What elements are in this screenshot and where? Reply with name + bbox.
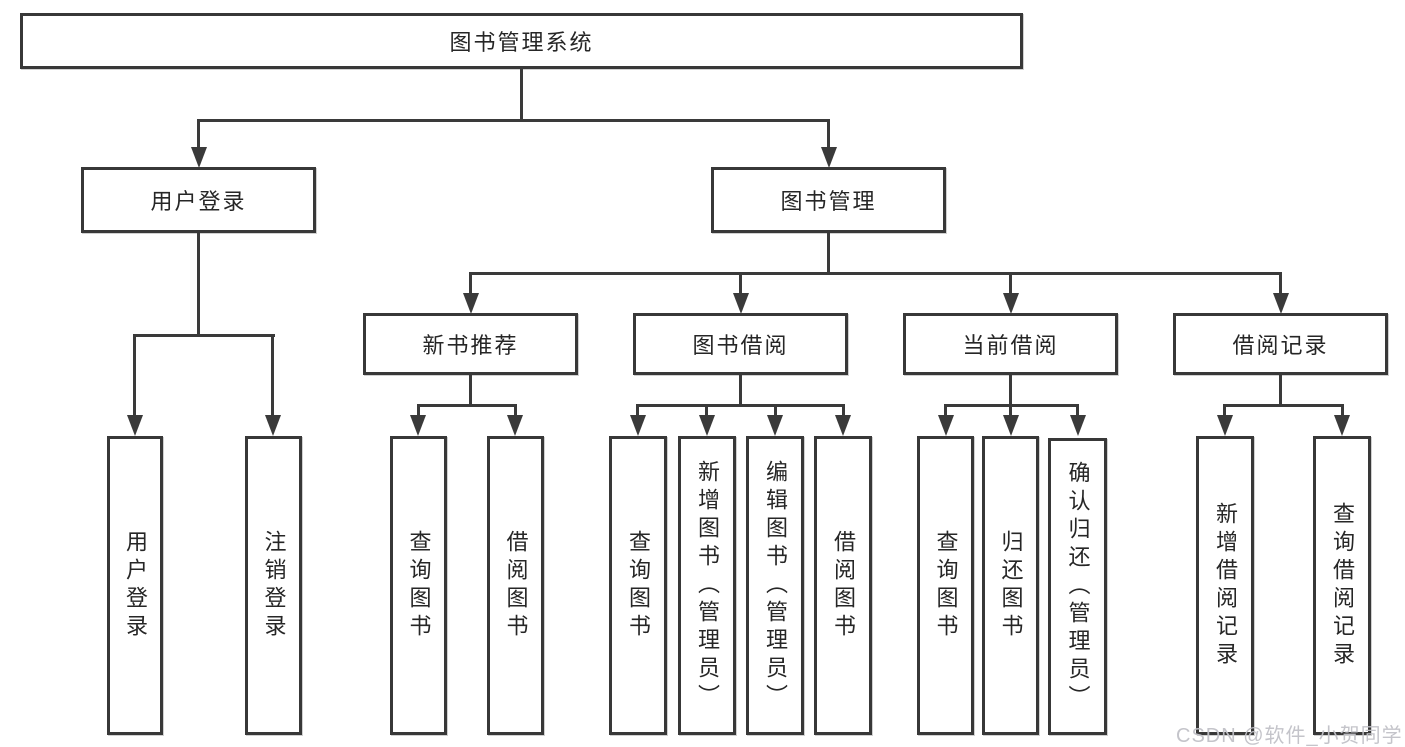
leaf-logout-label: 注销登录 — [261, 529, 287, 642]
node-current-borrow-label: 当前借阅 — [962, 333, 1059, 358]
leaf-record-query: 查询借阅记录 — [1313, 436, 1371, 735]
leaf-borrow-book-label: 借阅图书 — [831, 529, 856, 642]
connector-line — [1223, 404, 1226, 418]
connector-line — [417, 404, 420, 418]
connector-line — [469, 375, 472, 407]
arrowhead-icon — [191, 147, 207, 168]
leaf-record-query-label: 查询借阅记录 — [1330, 501, 1355, 670]
connector-line — [469, 272, 472, 295]
connector-line — [774, 404, 777, 418]
arrowhead-icon — [507, 415, 523, 436]
node-new-book-recommend: 新书推荐 — [363, 313, 578, 375]
arrowhead-icon — [1003, 415, 1019, 436]
node-root-system: 图书管理系统 — [20, 13, 1023, 69]
leaf-current-return-label: 归还图书 — [998, 529, 1024, 642]
node-user-login: 用户登录 — [81, 167, 316, 233]
connector-line — [636, 404, 845, 407]
connector-line — [417, 404, 517, 407]
node-book-borrow-label: 图书借阅 — [692, 333, 789, 358]
arrowhead-icon — [127, 415, 143, 436]
leaf-borrow-book: 借阅图书 — [814, 436, 872, 735]
arrowhead-icon — [767, 415, 783, 436]
leaf-newbook-query: 查询图书 — [390, 436, 447, 735]
connector-line — [827, 233, 830, 275]
leaf-user-login: 用户登录 — [107, 436, 163, 735]
connector-line — [271, 334, 274, 418]
leaf-borrow-edit-admin-label: 编辑图书（管理员） — [763, 459, 788, 712]
leaf-current-query-label: 查询图书 — [933, 529, 959, 642]
arrowhead-icon — [1273, 293, 1289, 314]
watermark-text: CSDN @软件_小贺同学 — [1176, 725, 1403, 747]
arrowhead-icon — [1217, 415, 1233, 436]
arrowhead-icon — [1334, 415, 1350, 436]
leaf-borrow-add-admin: 新增图书（管理员） — [678, 436, 736, 735]
node-user-login-label: 用户登录 — [150, 189, 247, 214]
connector-line — [133, 334, 136, 418]
leaf-current-confirm-admin-label: 确认归还（管理员） — [1065, 460, 1091, 713]
node-book-borrow: 图书借阅 — [633, 313, 848, 375]
node-book-management: 图书管理 — [711, 167, 946, 233]
connector-line — [1009, 375, 1012, 407]
connector-line — [197, 233, 200, 337]
arrowhead-icon — [265, 415, 281, 436]
connector-line — [1279, 272, 1282, 295]
connector-line — [514, 404, 517, 418]
connector-line — [842, 404, 845, 418]
connector-line — [944, 404, 947, 418]
connector-line — [197, 119, 830, 122]
arrowhead-icon — [821, 147, 837, 168]
connector-line — [1279, 375, 1282, 407]
connector-line — [133, 334, 275, 337]
leaf-logout: 注销登录 — [245, 436, 302, 735]
leaf-newbook-borrow: 借阅图书 — [487, 436, 544, 735]
leaf-newbook-borrow-label: 借阅图书 — [503, 529, 529, 642]
leaf-borrow-query: 查询图书 — [609, 436, 667, 735]
arrowhead-icon — [1003, 293, 1019, 314]
arrowhead-icon — [835, 415, 851, 436]
leaf-current-query: 查询图书 — [917, 436, 974, 735]
connector-line — [636, 404, 639, 418]
arrowhead-icon — [630, 415, 646, 436]
arrowhead-icon — [410, 415, 426, 436]
leaf-borrow-edit-admin: 编辑图书（管理员） — [746, 436, 804, 735]
leaf-current-confirm-admin: 确认归还（管理员） — [1048, 438, 1107, 735]
connector-line — [739, 272, 742, 295]
arrowhead-icon — [463, 293, 479, 314]
connector-line — [469, 272, 1282, 275]
leaf-borrow-query-label: 查询图书 — [626, 529, 651, 642]
arrowhead-icon — [733, 293, 749, 314]
connector-line — [197, 119, 200, 149]
arrowhead-icon — [1070, 415, 1086, 436]
connector-line — [1009, 272, 1012, 295]
connector-line — [705, 404, 708, 418]
connector-line — [1223, 404, 1344, 407]
node-borrow-records: 借阅记录 — [1173, 313, 1388, 375]
leaf-record-add-label: 新增借阅记录 — [1213, 501, 1238, 670]
connector-line — [827, 119, 830, 149]
connector-line — [1341, 404, 1344, 418]
leaf-current-return: 归还图书 — [982, 436, 1039, 735]
node-book-management-label: 图书管理 — [780, 189, 877, 214]
leaf-borrow-add-admin-label: 新增图书（管理员） — [695, 459, 720, 712]
node-root-label: 图书管理系统 — [449, 30, 594, 55]
connector-line — [1076, 404, 1079, 418]
arrowhead-icon — [699, 415, 715, 436]
node-current-borrow: 当前借阅 — [903, 313, 1118, 375]
node-new-book-recommend-label: 新书推荐 — [422, 333, 519, 358]
arrowhead-icon — [938, 415, 954, 436]
leaf-record-add: 新增借阅记录 — [1196, 436, 1254, 735]
node-borrow-records-label: 借阅记录 — [1232, 333, 1329, 358]
connector-line — [1009, 404, 1012, 418]
leaf-newbook-query-label: 查询图书 — [406, 529, 432, 642]
connector-line — [520, 67, 523, 121]
connector-line — [739, 375, 742, 407]
leaf-user-login-label: 用户登录 — [123, 529, 148, 642]
